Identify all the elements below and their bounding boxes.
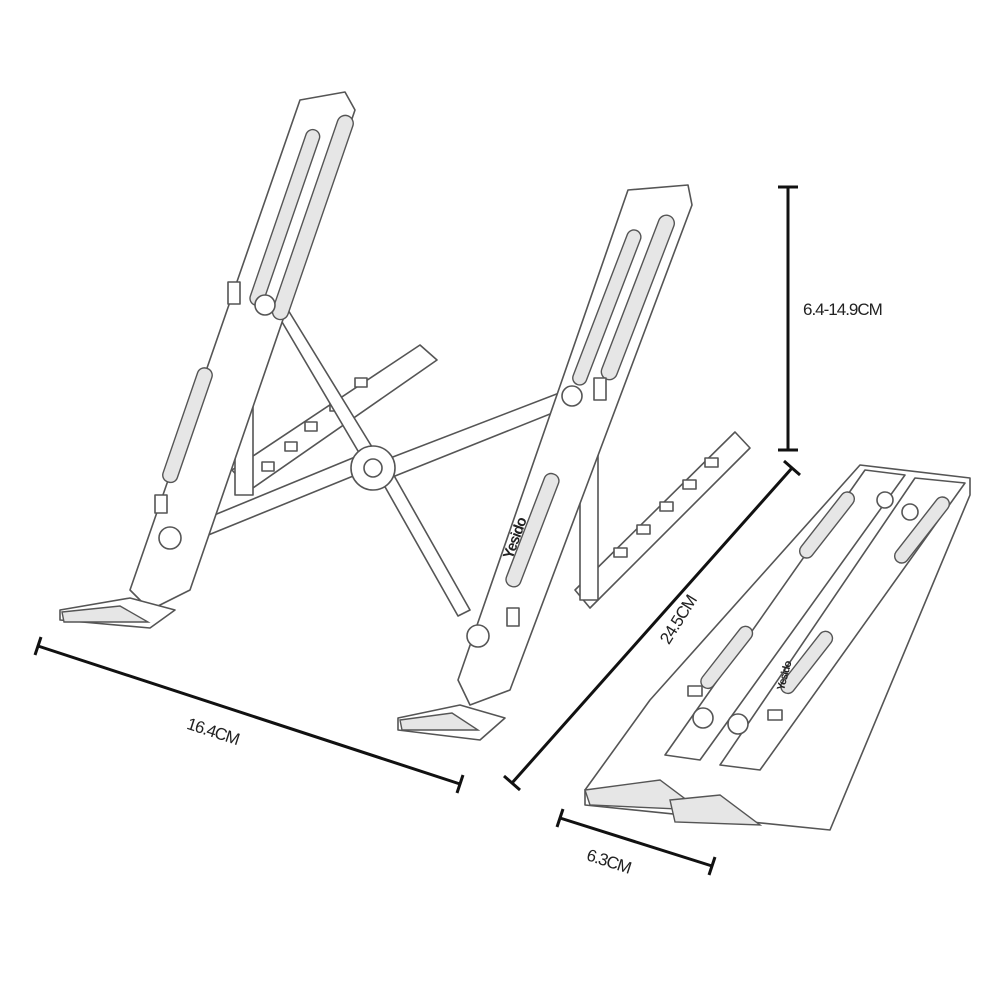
height-range-label: 6.4-14.9CM <box>803 300 883 319</box>
dimension-folded-width <box>555 808 717 876</box>
left-support-arm <box>59 91 356 629</box>
right-base-rail <box>574 431 751 609</box>
right-support-arm <box>397 184 693 741</box>
folded-stand <box>584 464 971 831</box>
dimension-length <box>503 459 801 792</box>
dimension-height <box>778 185 798 452</box>
dimension-width <box>33 636 465 794</box>
